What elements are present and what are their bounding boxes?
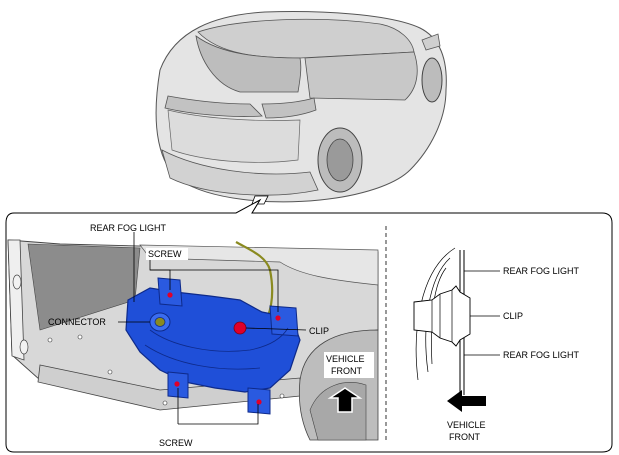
label-screw-top: SCREW xyxy=(148,249,182,259)
vehicle-front-arrow-lower xyxy=(447,390,486,412)
label-clip: CLIP xyxy=(309,326,329,336)
label-side-rear-fog-light-bottom: REAR FOG LIGHT xyxy=(503,350,580,360)
label-side-rear-fog-light-top: REAR FOG LIGHT xyxy=(503,266,580,276)
label-connector: CONNECTOR xyxy=(48,317,106,327)
label-side-clip: CLIP xyxy=(503,311,523,321)
side-leader-lines xyxy=(464,270,500,356)
label-vehicle-front-upper-2: FRONT xyxy=(331,366,362,376)
leader-lines xyxy=(118,232,307,425)
vehicle-rear-view xyxy=(155,11,447,205)
label-vehicle-front-upper-1: VEHICLE xyxy=(326,354,365,364)
label-vehicle-front-lower-1: VEHICLE xyxy=(447,420,486,430)
label-rear-fog-light: REAR FOG LIGHT xyxy=(90,223,167,233)
label-vehicle-front-lower-2: FRONT xyxy=(449,432,480,442)
vehicle-front-arrow-upper xyxy=(327,387,363,413)
label-screw-bottom: SCREW xyxy=(159,438,193,448)
rear-fog-light-assembly xyxy=(125,277,301,415)
clip-section-detail xyxy=(413,247,471,395)
